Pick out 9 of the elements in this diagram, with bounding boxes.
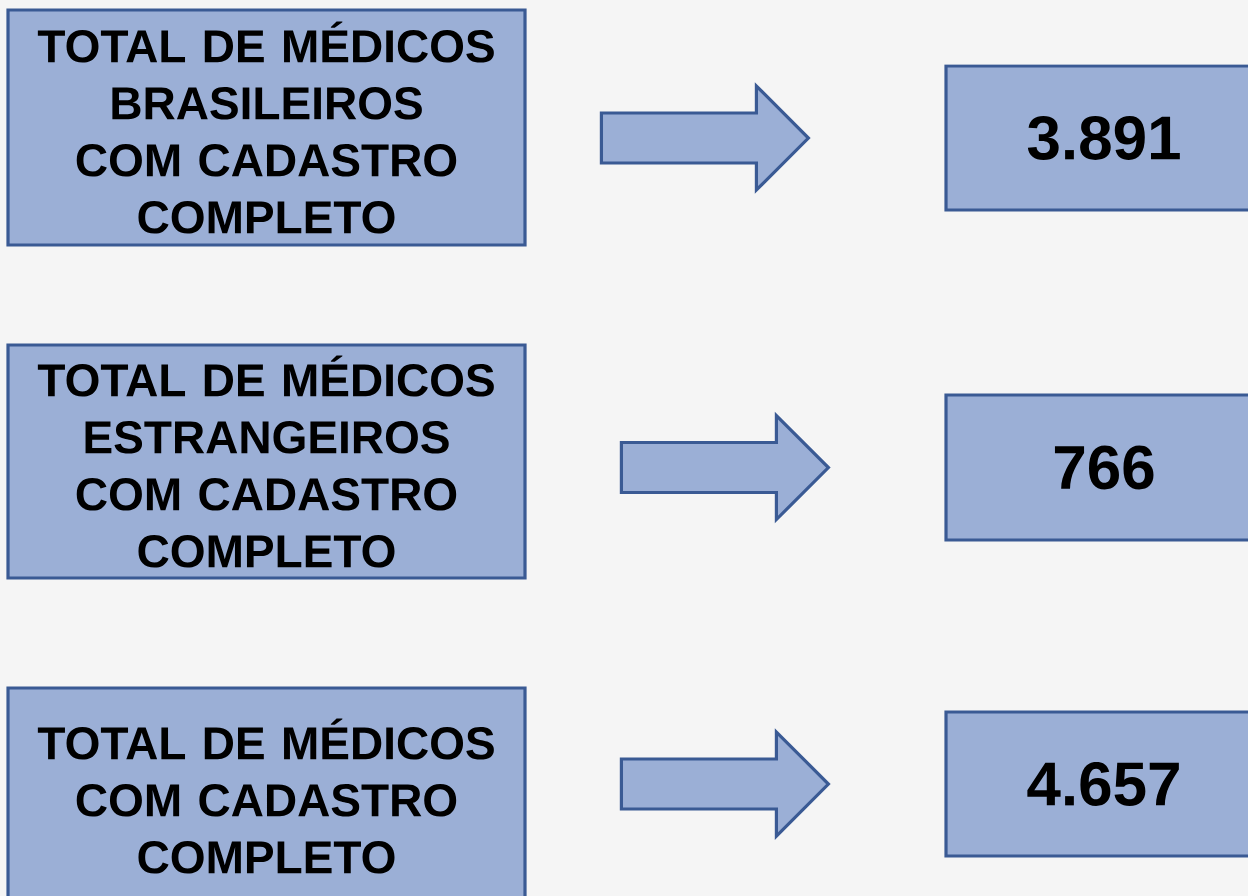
block-arrow	[619, 728, 831, 840]
label-box: TOTAL DE MÉDICOS ESTRANGEIROS COM CADASTRO COMPLETO	[6, 343, 527, 580]
value-box: 3.891	[944, 64, 1248, 212]
block-arrow	[599, 82, 811, 194]
label-box: TOTAL DE MÉDICOS COM CADASTRO COMPLETO	[6, 686, 527, 896]
block-arrow	[619, 411, 831, 524]
value-box: 766	[944, 393, 1248, 542]
label-box: TOTAL DE MÉDICOS BRASILEIROS COM CADASTRO COMPLETO	[6, 8, 527, 247]
value-box: 4.657	[944, 710, 1248, 858]
